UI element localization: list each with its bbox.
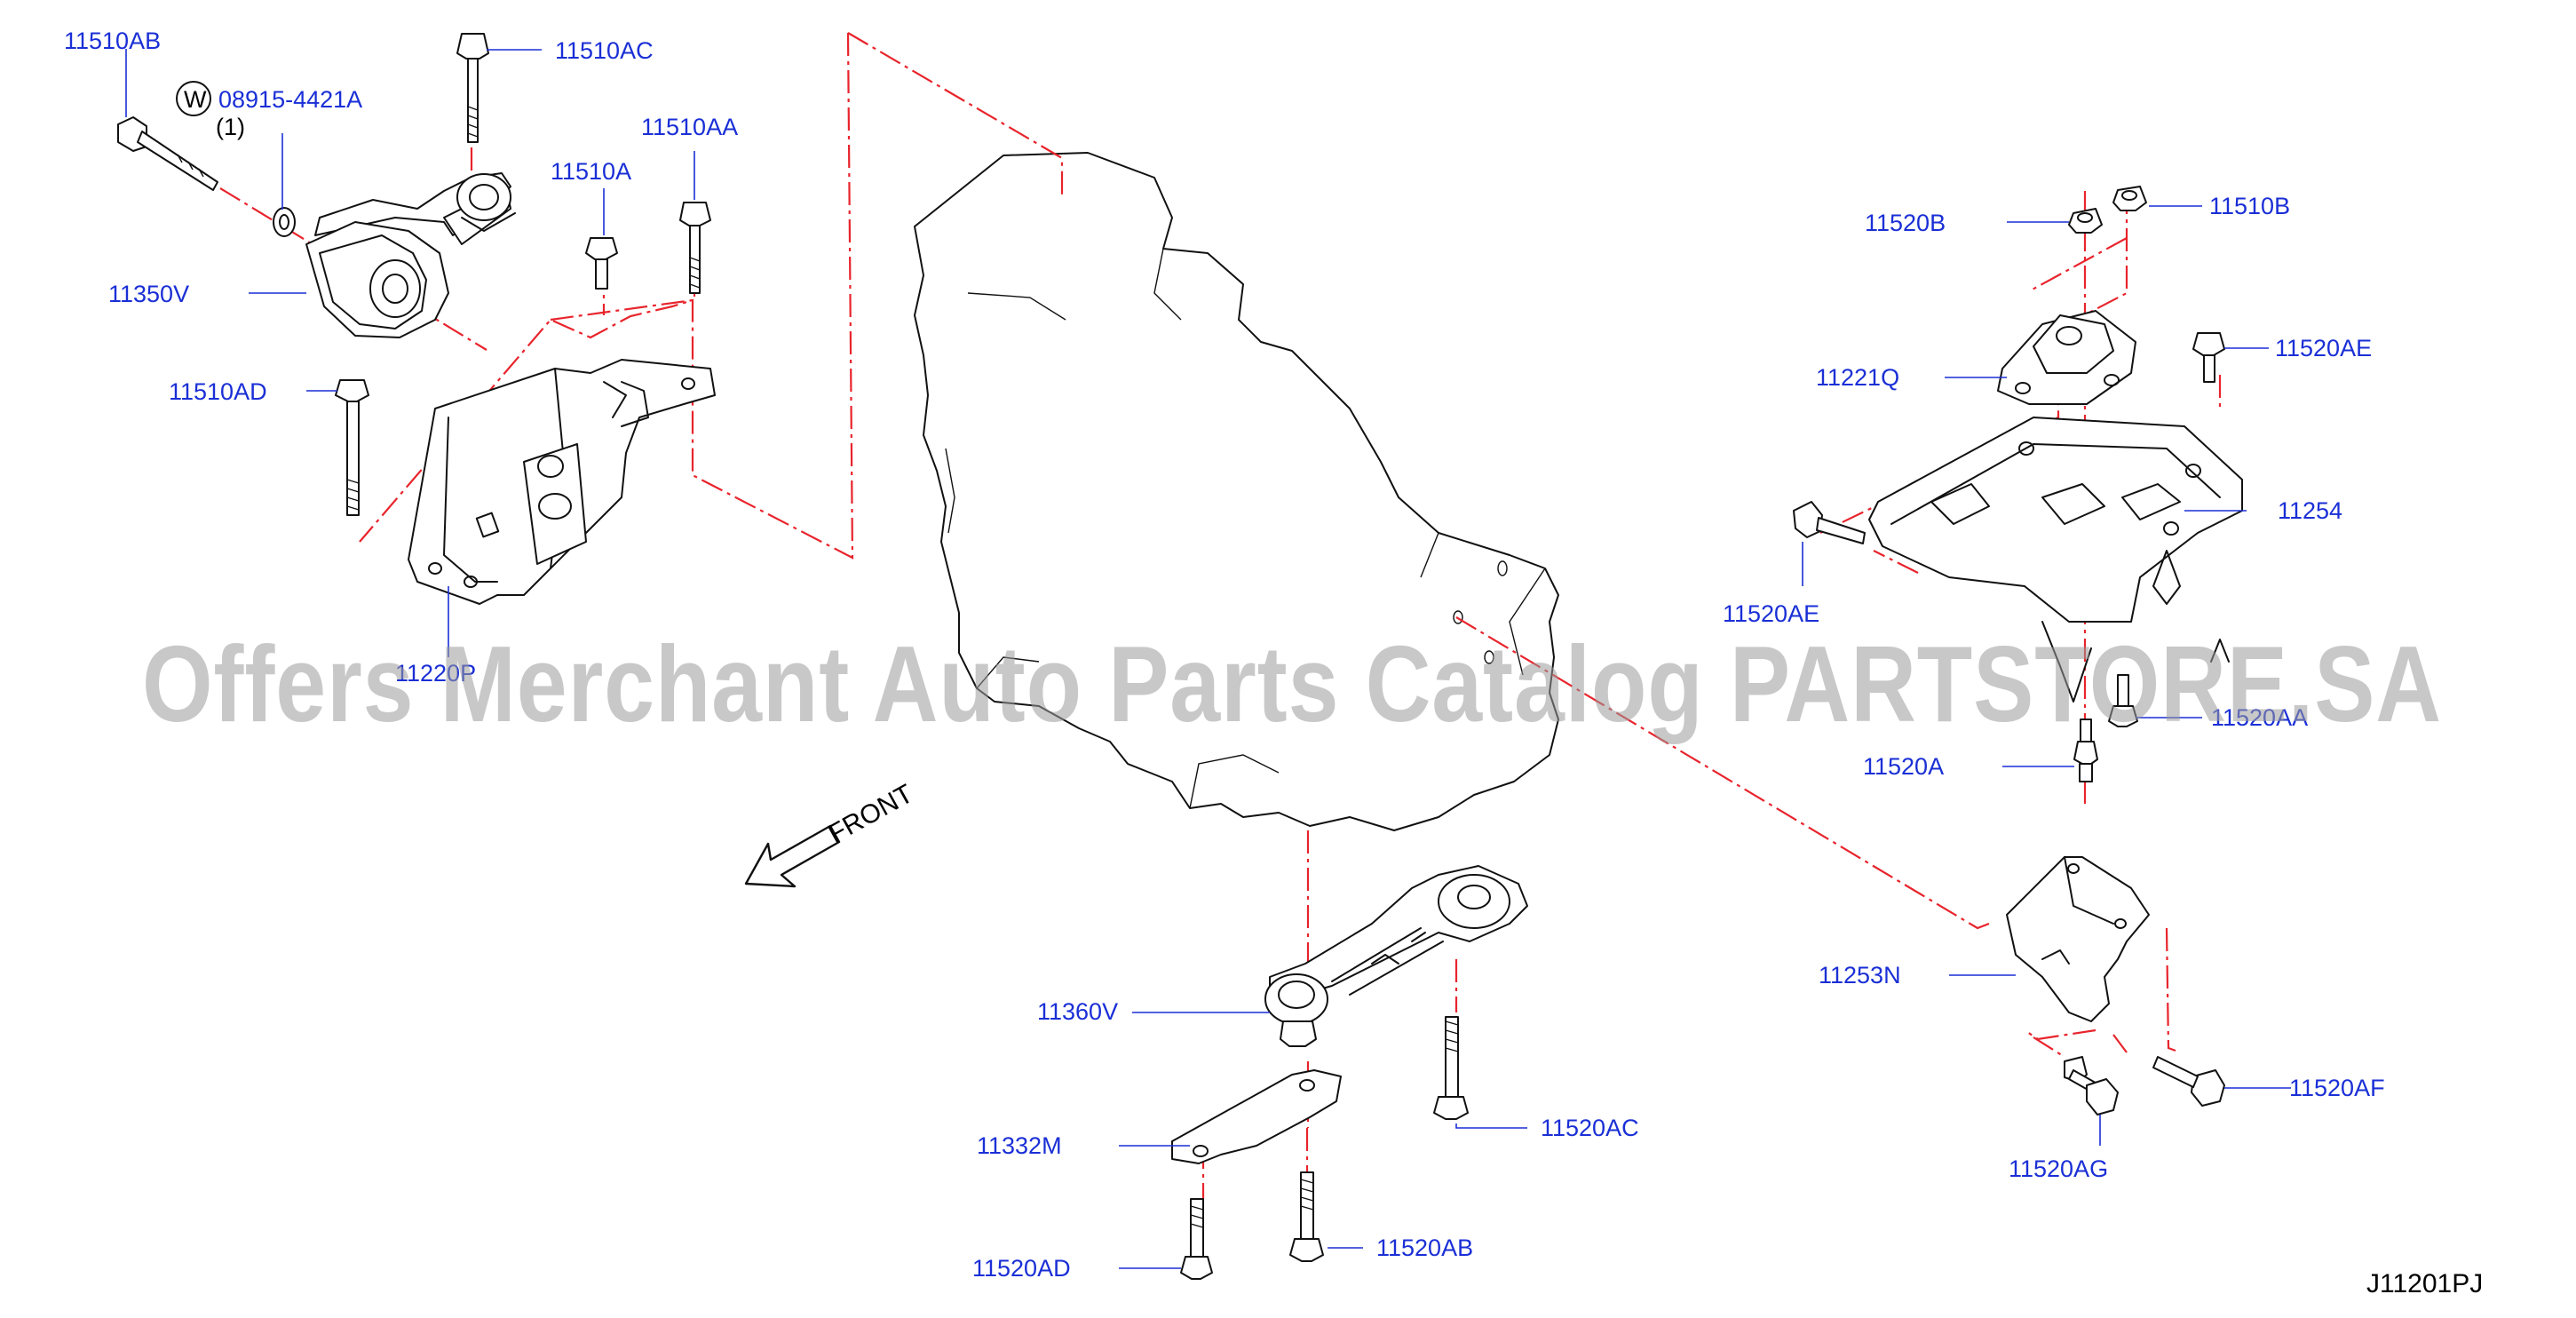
- front-arrow: FRONT: [744, 779, 918, 888]
- stud-11520a: [2073, 719, 2098, 782]
- label-11510a: 11510A: [551, 158, 631, 185]
- assembly-lines: [219, 32, 2222, 1199]
- label-11520aa: 11520AA: [2211, 704, 2308, 731]
- part-labels: 11510AB 11510AC 08915-4421A 11510AA 1151…: [64, 28, 2385, 1282]
- label-11350v: 11350V: [108, 281, 189, 307]
- bolt-11510ac: [456, 33, 489, 143]
- bolt-11510aa: [679, 202, 711, 294]
- label-11520ad: 11520AD: [972, 1255, 1071, 1282]
- bracket-11332m: [1171, 1069, 1342, 1164]
- mount-11350v: [305, 172, 516, 338]
- bracket-11220p: [408, 359, 716, 605]
- bolt-11520ac: [1433, 1016, 1469, 1120]
- bolt-11520ad: [1180, 1198, 1213, 1280]
- leader-lines: [125, 49, 2291, 1269]
- label-11332m: 11332M: [977, 1132, 1062, 1159]
- bolt-11520ab: [1289, 1171, 1324, 1262]
- bolt-11520ae-top: [2192, 332, 2225, 383]
- label-11520ae-left: 11520AE: [1723, 600, 1819, 627]
- label-11510ad: 11510AD: [169, 378, 267, 405]
- nut-11510b: [2112, 186, 2147, 211]
- label-11510b: 11510B: [2209, 193, 2290, 219]
- label-11220p: 11220P: [395, 660, 476, 687]
- label-11253n: 11253N: [1819, 962, 1901, 988]
- bolt-11510ad: [335, 379, 369, 516]
- label-11520ab: 11520AB: [1376, 1235, 1473, 1261]
- nut-11520b: [2068, 208, 2103, 234]
- bracket-11254: [1868, 417, 2243, 703]
- diagram-code: J11201PJ: [2366, 1269, 2483, 1298]
- bolt-11510a: [585, 237, 618, 290]
- washer-quantity: (1): [216, 114, 245, 140]
- bolt-11520aa: [2108, 674, 2138, 727]
- label-11520ae-top: 11520AE: [2275, 335, 2372, 361]
- label-11221q: 11221Q: [1816, 364, 1899, 391]
- bolt-11520ae-left: [1793, 501, 1866, 544]
- bolt-11510ab: [117, 116, 218, 191]
- bracket-11253n: [2006, 856, 2150, 1022]
- label-11510ac: 11510AC: [555, 37, 654, 64]
- label-11254: 11254: [2278, 497, 2342, 524]
- washer-symbol: W (1): [176, 81, 245, 140]
- mount-11360v: [1264, 865, 1528, 1047]
- label-11520af: 11520AF: [2289, 1075, 2385, 1101]
- bolt-11520af: [2152, 1056, 2225, 1107]
- label-11520ag: 11520AG: [2009, 1155, 2108, 1182]
- washer-symbol-letter: W: [184, 86, 207, 113]
- front-label: FRONT: [823, 779, 917, 849]
- label-11510aa: 11510AA: [641, 114, 738, 140]
- label-11360v: 11360V: [1037, 998, 1118, 1025]
- label-11520b: 11520B: [1865, 210, 1946, 236]
- insulator-11221q: [1997, 310, 2136, 405]
- washer-08915: [273, 207, 296, 237]
- label-11520a: 11520A: [1863, 753, 1944, 780]
- label-08915-4421a: 08915-4421A: [218, 86, 362, 113]
- engine-outline: [914, 152, 1559, 831]
- watermark: Offers Merchant Auto Parts Catalog PARTS…: [142, 623, 2442, 744]
- bolt-11520ag: [2064, 1056, 2119, 1116]
- label-11520ac: 11520AC: [1541, 1115, 1639, 1141]
- label-11510ab: 11510AB: [64, 28, 161, 54]
